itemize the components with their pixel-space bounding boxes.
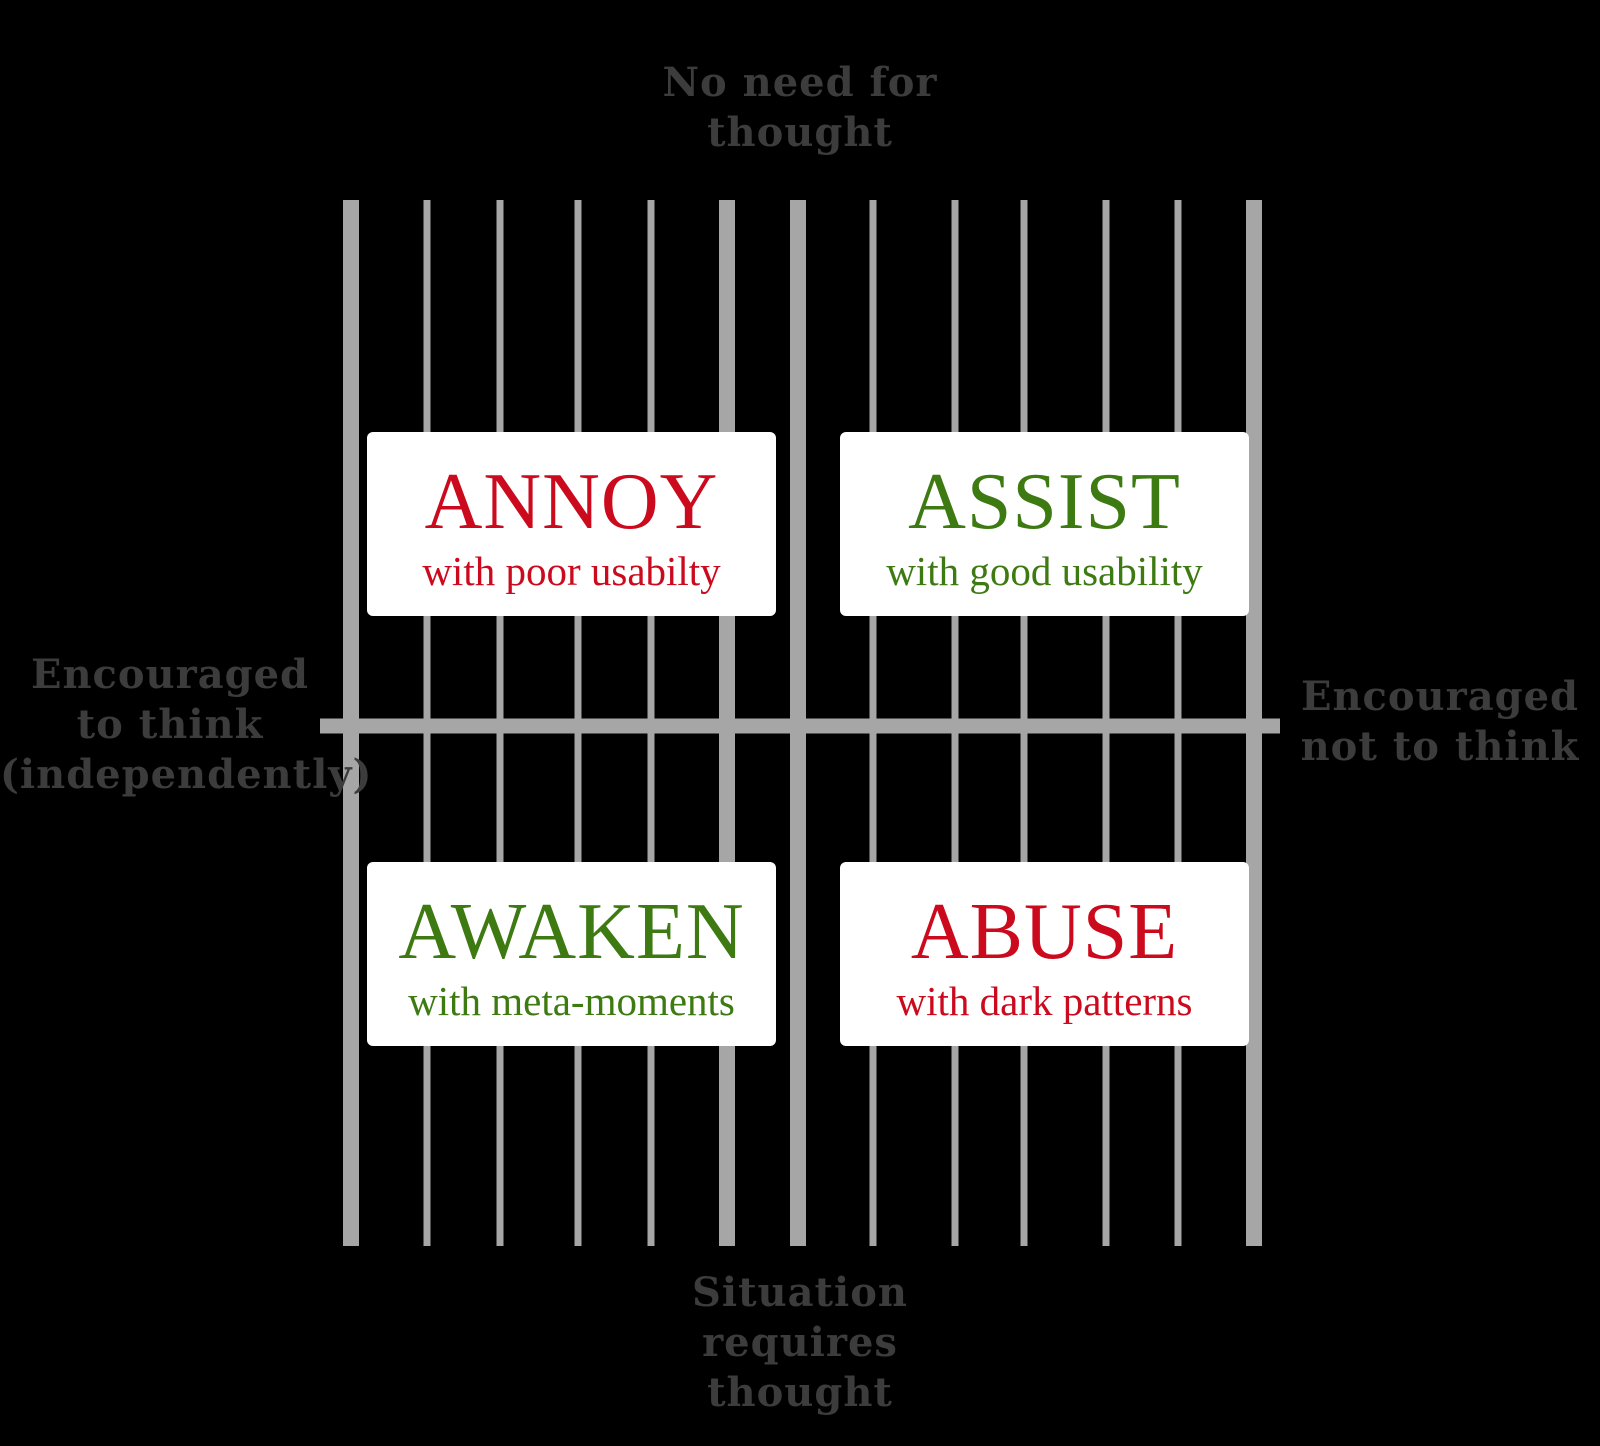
axis-label-top-text: No need for thought (662, 59, 938, 156)
quadrant-abuse: ABUSE with dark patterns (840, 862, 1249, 1046)
quadrant-assist-subtitle: with good usability (886, 548, 1203, 594)
quadrant-awaken-subtitle: with meta-moments (408, 978, 735, 1024)
quadrant-assist: ASSIST with good usability (840, 432, 1249, 616)
axis-label-top: No need for thought (640, 58, 960, 158)
quadrant-abuse-title: ABUSE (910, 888, 1179, 976)
quadrant-awaken: AWAKEN with meta-moments (367, 862, 776, 1046)
quadrant-annoy: ANNOY with poor usabilty (367, 432, 776, 616)
quadrant-awaken-title: AWAKEN (398, 888, 745, 976)
quadrant-abuse-subtitle: with dark patterns (896, 978, 1193, 1024)
axis-label-right: Encouraged not to think (1290, 672, 1590, 772)
quadrant-annoy-title: ANNOY (424, 458, 719, 546)
quadrant-assist-title: ASSIST (908, 458, 1181, 546)
grid-lines (320, 200, 1280, 1246)
axis-label-right-text: Encouraged not to think (1300, 673, 1580, 770)
quadrant-annoy-subtitle: with poor usabilty (422, 548, 721, 594)
axis-label-bottom: Situation requires thought (640, 1268, 960, 1418)
axis-label-left: Encouraged to think (independently) (0, 650, 371, 800)
axis-label-bottom-text: Situation requires thought (692, 1269, 908, 1416)
axis-label-left-text: Encouraged to think (independently) (0, 651, 373, 798)
